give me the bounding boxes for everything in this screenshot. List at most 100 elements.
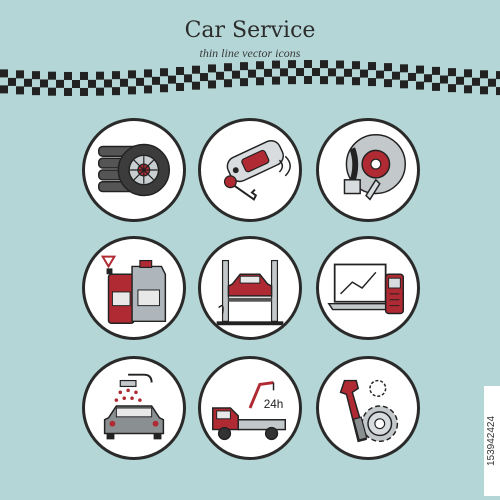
motor-oil-icon bbox=[100, 255, 167, 325]
flag-square bbox=[176, 82, 184, 91]
flag-square bbox=[328, 68, 336, 77]
flag-square bbox=[136, 77, 144, 86]
icon-tile-wrench-gear[interactable] bbox=[316, 356, 420, 460]
tow-truck-24h-icon: 24h bbox=[212, 381, 287, 441]
flag-square bbox=[64, 71, 72, 80]
car-wash-icon bbox=[103, 373, 165, 440]
flag-square bbox=[464, 69, 472, 78]
flag-square bbox=[240, 62, 248, 71]
flag-square bbox=[200, 73, 208, 82]
flag-square bbox=[272, 60, 280, 69]
flag-square bbox=[104, 79, 112, 88]
flag-square bbox=[16, 70, 24, 79]
flag-square bbox=[168, 75, 176, 84]
flag-square bbox=[32, 71, 40, 80]
brake-disc-icon bbox=[343, 133, 406, 201]
flag-square bbox=[128, 70, 136, 79]
flag-square bbox=[16, 86, 24, 95]
flag-square bbox=[208, 80, 216, 89]
icon-tile-tow-truck[interactable]: 24h bbox=[198, 356, 302, 460]
flag-square bbox=[96, 87, 104, 96]
flag-square bbox=[480, 86, 488, 95]
car-alarm-remote-icon bbox=[223, 140, 291, 201]
flag-square bbox=[336, 76, 344, 85]
flag-square bbox=[72, 80, 80, 88]
flag-square bbox=[232, 70, 240, 79]
flag-square bbox=[400, 80, 408, 89]
icon-tile-lift[interactable] bbox=[198, 236, 302, 340]
flag-square bbox=[8, 77, 16, 86]
flag-square bbox=[440, 75, 448, 84]
flag-square bbox=[160, 84, 168, 93]
flag-square bbox=[80, 71, 88, 80]
flag-square bbox=[192, 65, 200, 74]
flag-square bbox=[224, 79, 232, 88]
flag-square bbox=[280, 68, 288, 77]
flag-square bbox=[384, 63, 392, 72]
flag-square bbox=[416, 65, 424, 74]
flag-square bbox=[336, 60, 344, 69]
flag-square bbox=[320, 60, 328, 69]
flag-square bbox=[128, 86, 136, 95]
flag-square bbox=[144, 69, 152, 78]
flag-square bbox=[216, 71, 224, 80]
flag-square bbox=[496, 71, 500, 80]
flag-square bbox=[48, 87, 56, 96]
stock-id-watermark: 153942424 bbox=[484, 386, 500, 496]
icon-tile-oil[interactable] bbox=[82, 236, 186, 340]
flag-square bbox=[480, 70, 488, 79]
flag-square bbox=[464, 85, 472, 94]
flag-square bbox=[192, 81, 200, 90]
flag-square bbox=[352, 77, 360, 86]
flag-square bbox=[112, 87, 120, 96]
flag-square bbox=[312, 68, 320, 77]
computer-diagnostics-icon bbox=[327, 263, 405, 315]
flag-square bbox=[112, 71, 120, 80]
flag-square bbox=[88, 79, 96, 88]
flag-square bbox=[240, 78, 248, 87]
flag-square bbox=[120, 78, 128, 87]
flag-square bbox=[424, 74, 432, 83]
flag-square bbox=[320, 76, 328, 85]
flag-square bbox=[256, 61, 264, 70]
flag-square bbox=[416, 81, 424, 90]
flag-square bbox=[176, 66, 184, 75]
tires-icon bbox=[97, 143, 171, 197]
page-title: Car Service bbox=[184, 18, 316, 43]
flag-square bbox=[448, 68, 456, 77]
flag-square bbox=[56, 79, 64, 88]
flag-square bbox=[488, 78, 496, 87]
flag-square bbox=[432, 82, 440, 91]
icon-tile-car-alarm[interactable] bbox=[198, 118, 302, 222]
tow-24h-label: 24h bbox=[264, 398, 284, 411]
flag-square bbox=[360, 69, 368, 78]
flag-square bbox=[352, 61, 360, 70]
flag-square bbox=[272, 76, 280, 85]
flag-square bbox=[400, 64, 408, 73]
icon-tile-diagnostics[interactable] bbox=[316, 236, 420, 340]
icon-tile-car-wash[interactable] bbox=[82, 356, 186, 460]
flag-square bbox=[224, 63, 232, 72]
flag-square bbox=[80, 87, 88, 96]
flag-square bbox=[96, 71, 104, 80]
icon-tile-brake[interactable] bbox=[316, 118, 420, 222]
icon-tile-tires[interactable] bbox=[82, 118, 186, 222]
flag-square bbox=[48, 71, 56, 80]
page-subtitle: thin line vector icons bbox=[199, 46, 301, 60]
wrench-gear-icon bbox=[339, 379, 399, 443]
flag-square bbox=[64, 87, 72, 96]
flag-square bbox=[368, 78, 376, 87]
flag-square bbox=[32, 87, 40, 96]
flag-square bbox=[448, 84, 456, 93]
flag-square bbox=[456, 76, 464, 85]
flag-square bbox=[0, 85, 8, 94]
flag-square bbox=[264, 68, 272, 77]
flag-square bbox=[304, 76, 312, 85]
flag-square bbox=[432, 66, 440, 75]
flag-square bbox=[288, 60, 296, 69]
flag-square bbox=[40, 79, 48, 88]
flag-square bbox=[304, 60, 312, 69]
flag-square bbox=[496, 87, 500, 96]
checkered-flag-banner bbox=[0, 60, 500, 96]
